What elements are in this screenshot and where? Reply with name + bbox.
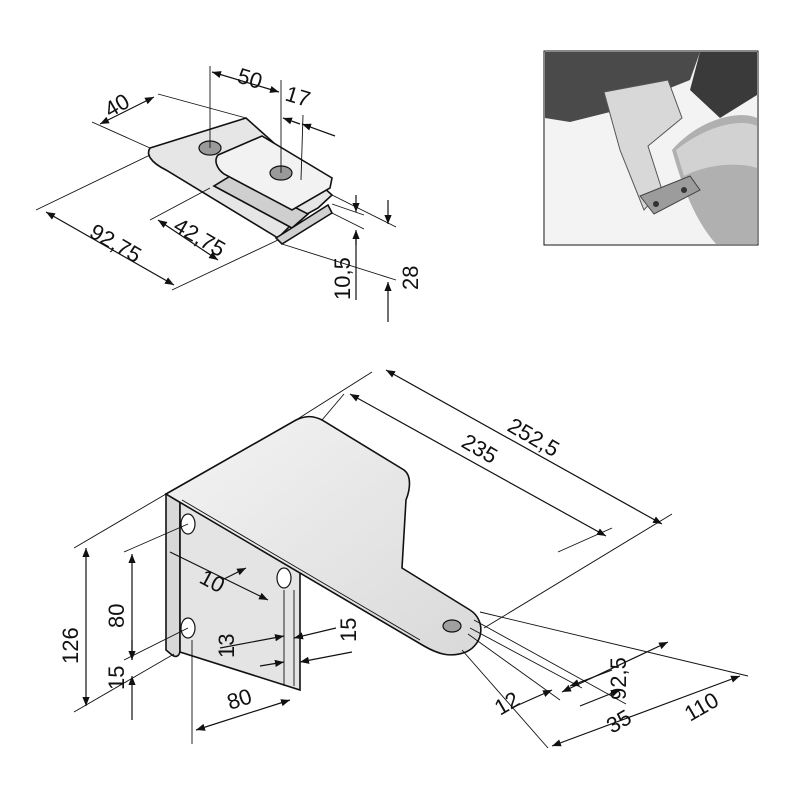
dim-15-vertical: 15 [104,666,129,690]
bracket-flange-edge [165,488,181,658]
photo-bracket [603,79,683,211]
dim-28: 28 [398,266,423,290]
dim-42-75: 42,75 [170,213,230,262]
dim-50: 50 [235,63,266,94]
main-bracket-view [73,369,749,749]
dim-80-horizontal: 80 [224,683,255,714]
dim-80-vertical: 80 [104,604,129,628]
clevis-part-view [35,66,397,322]
dim-110: 110 [680,687,723,726]
dim-12: 12 [490,686,524,720]
dim-17: 17 [283,81,314,112]
photo-frame-overhead [545,52,700,122]
dim-40: 40 [100,88,134,122]
dim-10-5: 10,5 [330,257,355,300]
dim-92-75: 92,75 [86,219,146,268]
dim-13: 13 [214,634,239,658]
mounted-bracket-photo [543,50,759,246]
dim-252-5: 252,5 [504,413,564,462]
bracket-hole-end [442,619,462,633]
dim-92-5: 92,5 [606,657,631,700]
dim-126: 126 [58,627,83,664]
dim-15-horizontal: 15 [336,618,361,642]
dim-35: 35 [602,704,636,738]
bracket-hole-3 [276,567,292,589]
clevis-slot [212,174,310,229]
dim-235: 235 [458,429,502,469]
